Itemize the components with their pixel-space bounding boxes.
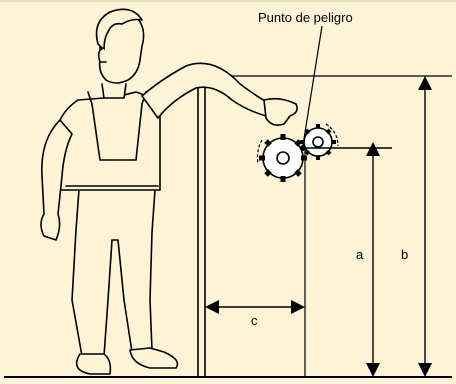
dimension-b — [418, 76, 432, 377]
worker-torso — [59, 91, 161, 191]
overall-bib — [91, 103, 143, 161]
rotation-arrow-large — [256, 139, 263, 165]
worker-legs — [71, 175, 157, 357]
dimension-a-label: a — [356, 247, 364, 262]
rotation-arrow-small — [325, 123, 339, 147]
gear-small — [300, 124, 336, 160]
worker-left-shoe — [75, 353, 112, 375]
worker-right-shoe — [129, 347, 179, 369]
worker-right-hand — [263, 97, 298, 126]
frame-top-edge — [0, 0, 456, 2]
dimension-c — [205, 300, 305, 314]
barrier-post — [197, 76, 206, 377]
gear-large — [259, 134, 307, 182]
worker-hair — [95, 8, 143, 51]
worker-figure — [40, 8, 298, 375]
dimension-b-label: b — [401, 247, 408, 262]
danger-point-leader — [302, 25, 323, 146]
dimension-c-label: c — [251, 313, 258, 328]
dimension-a — [306, 142, 392, 377]
worker-left-arm — [40, 119, 73, 241]
danger-point-label: Punto de peligro — [258, 10, 353, 25]
worker-ear — [97, 47, 107, 63]
worker-neck — [101, 83, 127, 99]
danger-point-marker — [300, 145, 306, 151]
